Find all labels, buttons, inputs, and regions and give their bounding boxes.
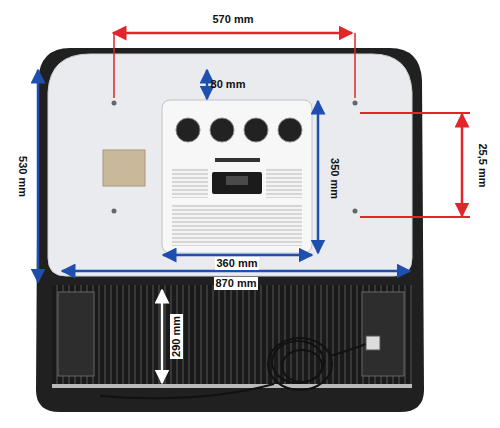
dimension-label: 350 mm	[327, 158, 340, 199]
dimension-label: 870 mm	[214, 277, 259, 290]
dimension-label: 290 mm	[169, 314, 182, 359]
dimension-label: 360 mm	[215, 257, 260, 270]
dimension-label: 570 mm	[213, 13, 254, 26]
dimension-label: 80 mm	[211, 78, 246, 91]
dimension-label: 530 mm	[15, 156, 28, 197]
dimension-label: 25,5 mm	[476, 143, 489, 187]
